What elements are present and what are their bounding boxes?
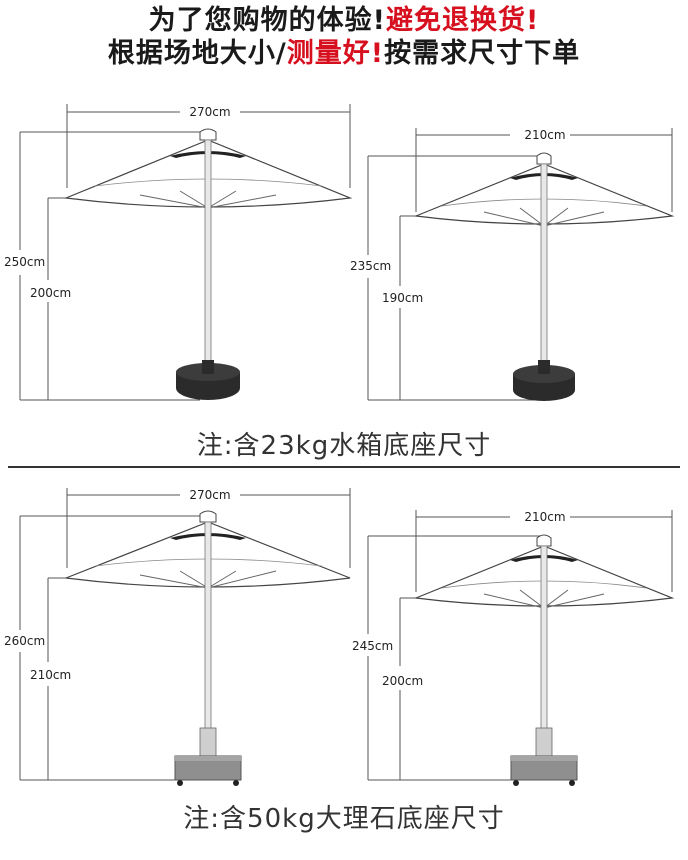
- width-label: 210cm: [524, 128, 565, 142]
- header-line2-red: 测量好!: [286, 38, 385, 69]
- umbrella-right: 210cm 245cm 200cm: [352, 510, 675, 786]
- panel-water-tank: 270cm 250cm 200cm: [0, 40, 688, 461]
- total-height-label: 260cm: [4, 634, 45, 648]
- umbrella-right: 210cm 235cm 190cm: [350, 128, 675, 401]
- umbrella-left: 270cm 260cm 210cm: [4, 488, 351, 786]
- width-label: 210cm: [524, 510, 565, 524]
- header: 为了您购物的体验!避免退换货! 根据场地大小/测量好!按需求尺寸下单: [0, 4, 688, 70]
- total-height-label: 235cm: [350, 259, 391, 273]
- width-label: 270cm: [189, 105, 230, 119]
- umbrella-left: 270cm 250cm 200cm: [4, 104, 353, 401]
- header-line-1: 为了您购物的体验!避免退换货!: [0, 4, 688, 37]
- clearance-height-label: 200cm: [382, 674, 423, 688]
- clearance-height-label: 190cm: [382, 291, 423, 305]
- umbrella-diagram-bottom: 270cm 260cm 210cm: [4, 488, 675, 786]
- total-height-label: 250cm: [4, 255, 45, 269]
- header-line1-black: 为了您购物的体验!: [148, 5, 386, 36]
- width-label: 270cm: [189, 488, 230, 502]
- header-line2-black-1: 根据场地大小/: [107, 38, 287, 69]
- note-water-tank: 注:含23kg水箱底座尺寸: [196, 431, 492, 461]
- header-line1-red: 避免退换货!: [386, 5, 540, 36]
- total-height-label: 245cm: [352, 639, 393, 653]
- header-line-2: 根据场地大小/测量好!按需求尺寸下单: [0, 37, 688, 70]
- header-line2-black-2: 按需求尺寸下单: [384, 38, 581, 69]
- clearance-height-label: 210cm: [30, 668, 71, 682]
- umbrella-diagram-top: 270cm 250cm 200cm: [4, 104, 675, 401]
- note-marble: 注:含50kg大理石底座尺寸: [183, 804, 505, 834]
- section-divider: [8, 466, 680, 468]
- panel-marble: 270cm 260cm 210cm: [0, 440, 688, 860]
- clearance-height-label: 200cm: [30, 286, 71, 300]
